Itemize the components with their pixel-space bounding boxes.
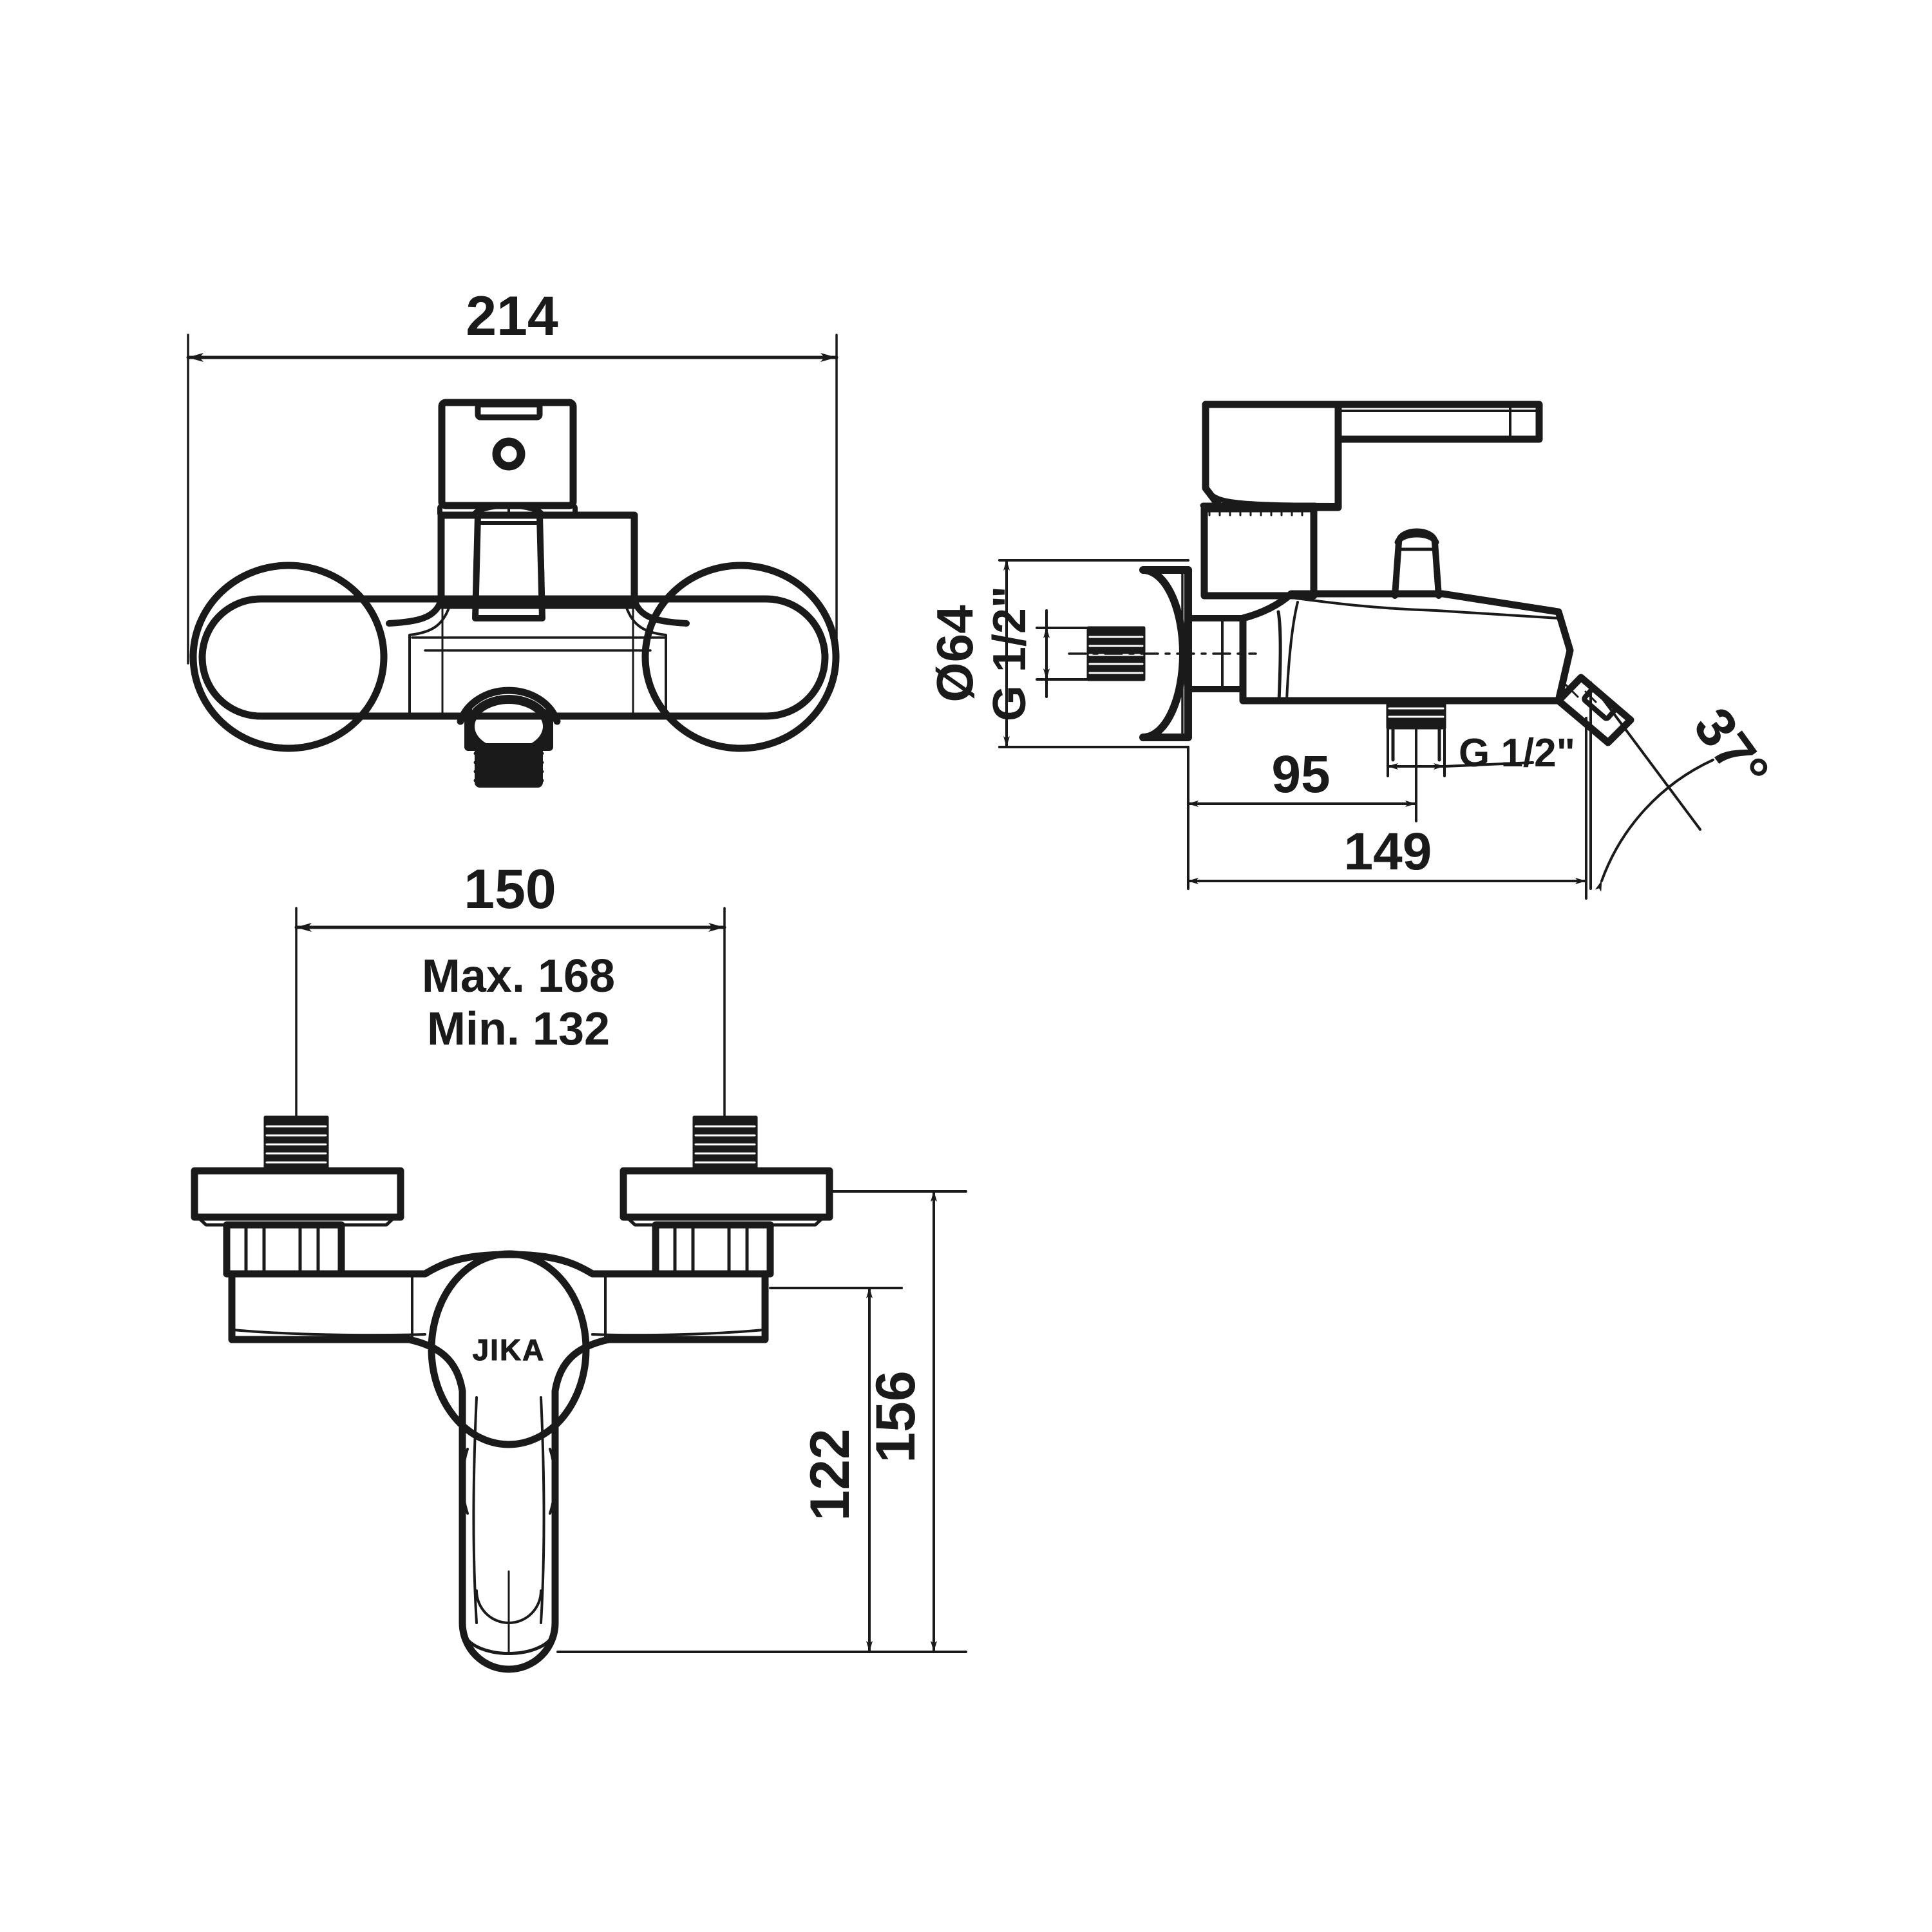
hex-nut-left-facets [244,1224,320,1274]
escutcheon-flange-left-edge [194,1214,398,1227]
body-curve-detail-side [1276,610,1282,703]
hex-nut-right-facets [673,1224,749,1274]
dimension-group-95 [1187,728,1417,822]
dimension-group-156 [829,1190,967,1653]
body-flow-highlight-side [1290,596,1560,620]
spout-rib-right [549,1448,556,1515]
body-contour-left [408,601,452,716]
dim-label-214: 214 [466,285,558,347]
dimension-group-inlet-thread [1036,609,1096,698]
body-shoulder-right [631,597,690,627]
shower-outlet-thread-teeth-side [1388,707,1444,718]
hex-nut-right-bottom [652,1221,774,1278]
dimension-group-angle37 [1589,681,1714,892]
escutcheon-left [189,562,388,752]
dimension-group-outlet-thread [1387,726,1534,777]
dimension-group-149 [1187,717,1587,900]
front-view [186,334,840,788]
side-view [998,401,1714,900]
dim-label-95: 95 [1271,745,1330,804]
escutcheon-flange-right-edge [623,1214,827,1227]
spout-tip-arc-bottom [463,1634,554,1655]
dim-label-inlet-thread: G 1/2" [984,586,1036,721]
spout-rib-left [461,1448,469,1515]
dim-label-149: 149 [1344,822,1432,881]
inlet-thread-left-teeth [265,1125,327,1164]
front-view-extension-lines [187,334,838,665]
diverter-knob-top [1394,531,1439,545]
dim-label-outlet-thread: G 1/2" [1459,731,1575,775]
body-edge-bottom-right [591,1329,765,1337]
jika-logo-text: JIKA [473,1333,545,1367]
body-curve-detail2-side [1285,601,1299,702]
body-shoulder-left [386,597,444,627]
dim-label-min132: Min. 132 [427,1003,610,1055]
shower-outlet-thread-front [475,744,543,788]
bottom-view-inlet-centerlines [295,907,726,1141]
shower-outlet-thread-side [1386,699,1446,730]
bottom-view: JIKA [191,907,967,1673]
inlet-thread-right-teeth [694,1125,756,1164]
body-contour-right [623,601,667,716]
dimension-group-diameter64 [998,559,1189,748]
inlet-thread-teeth-side [1088,636,1144,674]
escutcheon-right [641,562,840,752]
dim-label-122: 122 [799,1428,861,1521]
shower-outlet-thread-teeth [473,752,544,782]
spout-inner-right [540,1396,545,1624]
spout-tip-centerline [1562,681,1579,698]
lever-handle-taper-left [473,526,480,620]
spout-inner-left [472,1396,478,1624]
body-edge-bottom-left [232,1329,426,1337]
dim-label-diameter64: Ø64 [926,605,983,703]
screw-hole-center [504,450,513,459]
screw-hole-front [492,437,526,471]
lever-block-taper-side [1207,490,1340,508]
mixer-body-front [198,595,829,720]
dim-label-150: 150 [464,858,556,920]
lever-arm-side [1334,401,1543,443]
lever-handle-taper-right [538,526,545,620]
cartridge-tower-serration [1208,506,1303,516]
cartridge-oval-bottom [428,1250,590,1448]
lever-cap-slot [475,401,543,421]
jika-logo: JIKA [472,1333,545,1367]
dim-label-max168: Max. 168 [422,951,615,1002]
dim-label-156: 156 [865,1370,927,1463]
